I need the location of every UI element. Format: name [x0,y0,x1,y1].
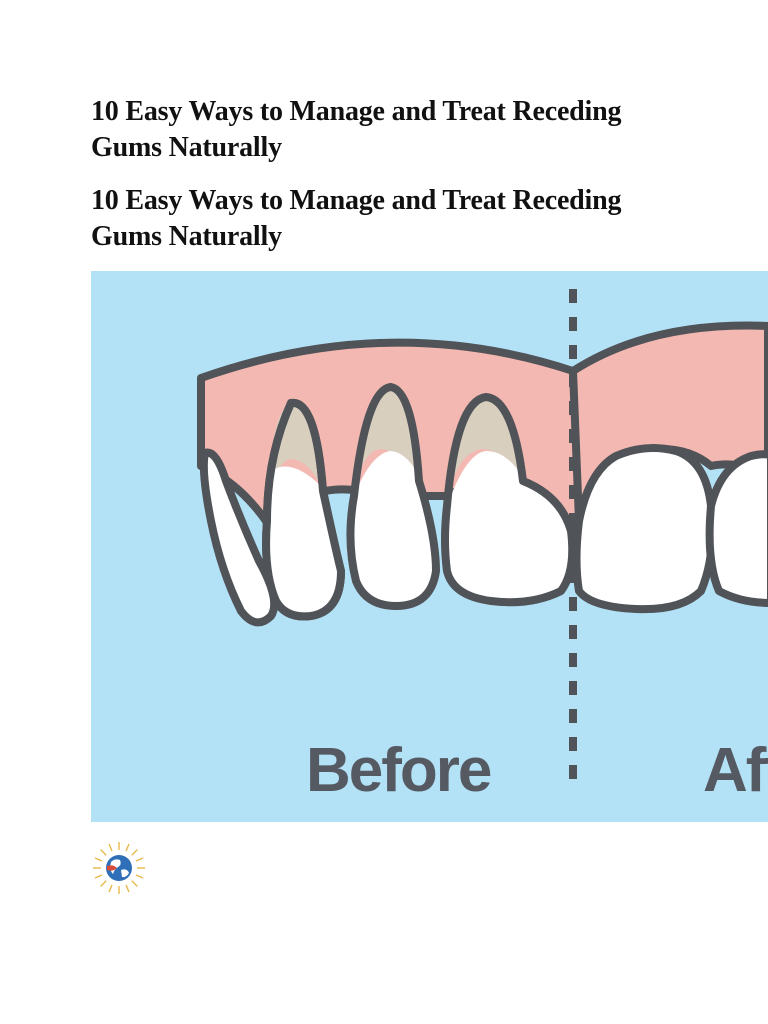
globe-accent [107,865,117,871]
tooth-after-1 [572,443,717,614]
label-before: Before [306,736,491,805]
publisher-logo [91,840,147,896]
tooth-before-3-outline [346,383,440,610]
tooth-before-1 [199,448,278,627]
exposed-root-4 [449,399,523,493]
tooth-before-3-crown [350,451,436,606]
label-after: After [703,736,768,805]
teeth-illustration: Before After [91,271,768,822]
page-title: 10 Easy Ways to Manage and Treat Recedin… [91,96,622,163]
before-after-gum-illustration: Before After [91,271,768,822]
tooth-before-4-crown [445,451,573,603]
globe-land-2 [121,869,129,878]
tooth-before-2-outline [262,398,345,621]
tooth-after-2 [705,450,768,607]
page-subtitle: 10 Easy Ways to Manage and Treat Recedin… [91,185,622,252]
tooth-before-4-outline [441,393,577,607]
globe-sunburst-icon [93,842,145,894]
sunburst-rays [93,842,145,894]
